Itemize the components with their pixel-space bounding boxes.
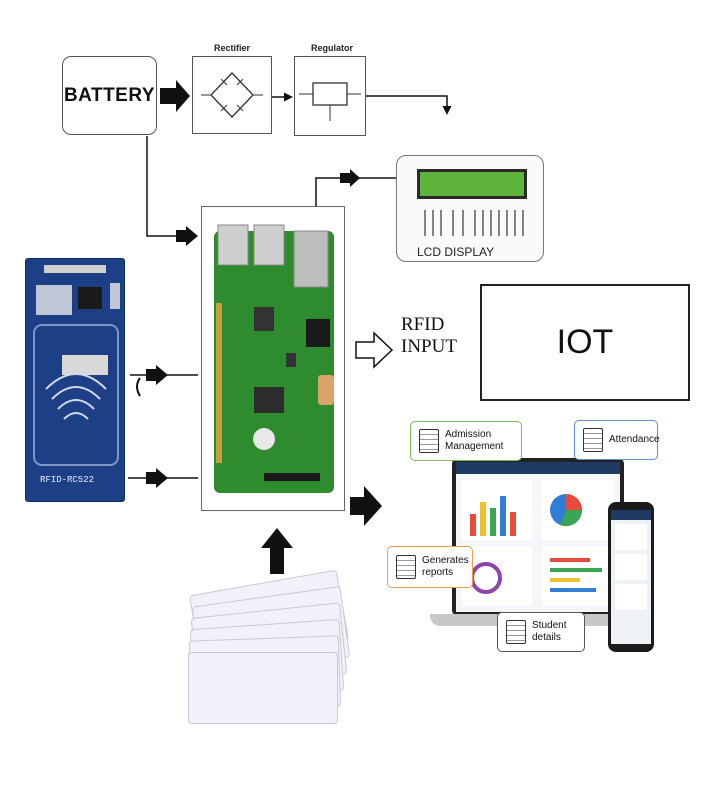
raspberry-pi-board-icon: [214, 224, 334, 493]
reports-line2: reports: [422, 567, 454, 578]
report-icon: [396, 555, 416, 579]
arrow-cards-to-pi: [261, 528, 293, 574]
generates-reports-callout: Generates reports: [387, 546, 473, 588]
battery-block: BATTERY: [62, 56, 157, 135]
reports-label: Generates reports: [422, 555, 469, 579]
rfid-card-stack: [180, 569, 360, 732]
battery-label: BATTERY: [63, 84, 156, 106]
admission-line2: Management: [445, 441, 504, 452]
admission-label: Admission Management: [445, 429, 503, 453]
rfid-input-line2: INPUT: [401, 336, 457, 357]
arrow-rfid-to-pi-top: [146, 365, 168, 385]
arrow-battery-to-pi: [176, 226, 198, 246]
document-icon: [419, 429, 439, 453]
admission-line1: Admission: [445, 429, 492, 440]
rfid-input-label: RFID INPUT: [401, 314, 457, 358]
student-details-label: Student details: [532, 620, 567, 643]
dashboard-charts: [462, 480, 614, 606]
lcd-display-block: LCD DISPLAY: [396, 155, 544, 262]
arrow-pi-to-lcd: [340, 169, 360, 187]
student-details-callout: Student details: [497, 612, 585, 652]
lcd-screen: [417, 169, 527, 199]
rfid-module-label: RFID-RC522: [40, 475, 95, 485]
student-document-icon: [506, 620, 526, 644]
iot-block: IOT: [480, 284, 690, 401]
lcd-pins-icon: [424, 210, 524, 236]
voltage-regulator-icon: [299, 82, 361, 121]
admission-management-callout: Admission Management: [410, 421, 522, 461]
rectifier-label: Rectifier: [214, 43, 251, 53]
line-regulator-out: [366, 95, 452, 115]
iot-label: IOT: [556, 323, 614, 361]
rectifier-block: [192, 56, 272, 134]
attendance-icon: [583, 428, 603, 452]
raspberry-pi-block: [201, 206, 345, 511]
rfid-card: [188, 652, 338, 724]
line-battery-to-pi: [146, 136, 178, 237]
regulator-block: [294, 56, 366, 136]
phone-icon: [608, 502, 654, 652]
attendance-label: Attendance: [609, 434, 660, 445]
rfid-input-line1: RFID: [401, 314, 445, 335]
arrow-battery-to-rectifier: [160, 80, 190, 112]
rfid-module: RFID-RC522: [25, 258, 125, 502]
arrow-pi-to-dashboard: [350, 486, 382, 526]
outlined-right-arrow-icon: [355, 331, 394, 369]
attendance-callout: Attendance: [574, 420, 660, 460]
reports-line1: Generates: [422, 555, 469, 566]
line-pi-to-lcd: [315, 177, 340, 206]
rfid-antenna-icon: [33, 265, 120, 466]
regulator-label: Regulator: [311, 43, 354, 53]
bridge-rectifier-icon: [201, 72, 263, 118]
arrow-rfid-to-pi-bottom: [146, 468, 168, 488]
laptop-dashboard-icon: [452, 458, 624, 616]
bracket-mark: [136, 377, 141, 397]
lcd-display-label: LCD DISPLAY: [417, 245, 495, 259]
